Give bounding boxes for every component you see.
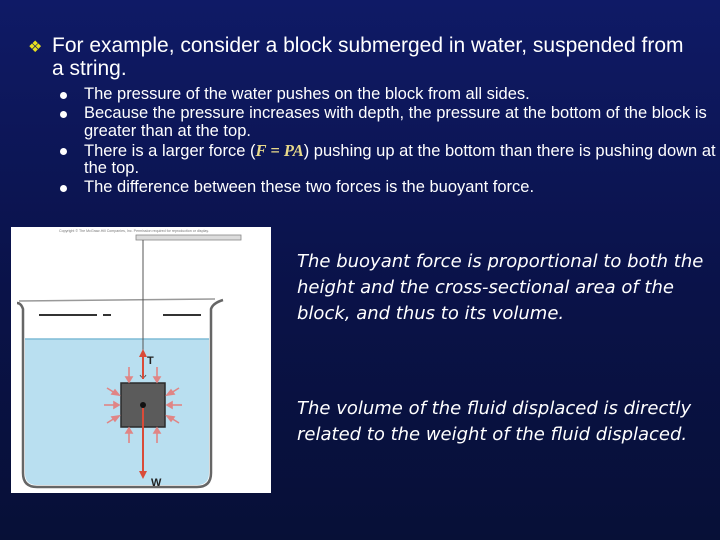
water (25, 339, 209, 485)
center-of-mass (140, 402, 146, 408)
sub-bullet-item: The difference between these two forces … (56, 178, 716, 197)
diamond-bullet-icon: ❖ (28, 39, 43, 56)
sub-bullet-text: Because the pressure increases with dept… (84, 104, 707, 140)
bullet-dot-icon (60, 92, 67, 99)
weight-arrowhead-icon (139, 471, 147, 479)
main-bullet-text: For example, consider a block submerged … (52, 34, 684, 80)
bullet-dot-icon (60, 185, 67, 192)
tension-arrowhead-icon (139, 349, 147, 357)
sub-bullet-item: The pressure of the water pushes on the … (56, 85, 716, 104)
sub-bullet-text: The pressure of the water pushes on the … (84, 85, 530, 103)
sub-bullet-text: The difference between these two forces … (84, 178, 535, 196)
beaker-rim (18, 298, 216, 302)
sub-bullet-text-after: ) pushing up at the bottom than there is… (84, 141, 716, 177)
bullet-dot-icon (60, 111, 67, 118)
weight-label: W (151, 477, 162, 489)
main-bullet: ❖ For example, consider a block submerge… (28, 34, 688, 80)
note-volume-proportional: The buoyant force is proportional to bot… (297, 251, 704, 324)
note-fluid-displaced: The volume of the fluid displaced is dir… (297, 398, 692, 445)
sub-bullet-item: Because the pressure increases with dept… (56, 104, 716, 140)
tension-label: T (147, 355, 154, 367)
buoyancy-figure: Copyright © The McGraw-Hill Companies, I… (11, 227, 271, 493)
figure-copyright: Copyright © The McGraw-Hill Companies, I… (59, 229, 209, 233)
sub-bullet-text-before: There is a larger force ( (84, 141, 256, 160)
formula: F = PA (255, 140, 304, 160)
sub-bullet-item: There is a larger force (F = PA) pushing… (56, 140, 716, 178)
support-rod (135, 234, 242, 241)
sub-bullet-list: The pressure of the water pushes on the … (56, 85, 716, 198)
beaker (16, 298, 224, 489)
pressure-arrows (104, 367, 182, 443)
bullet-dot-icon (60, 147, 67, 155)
